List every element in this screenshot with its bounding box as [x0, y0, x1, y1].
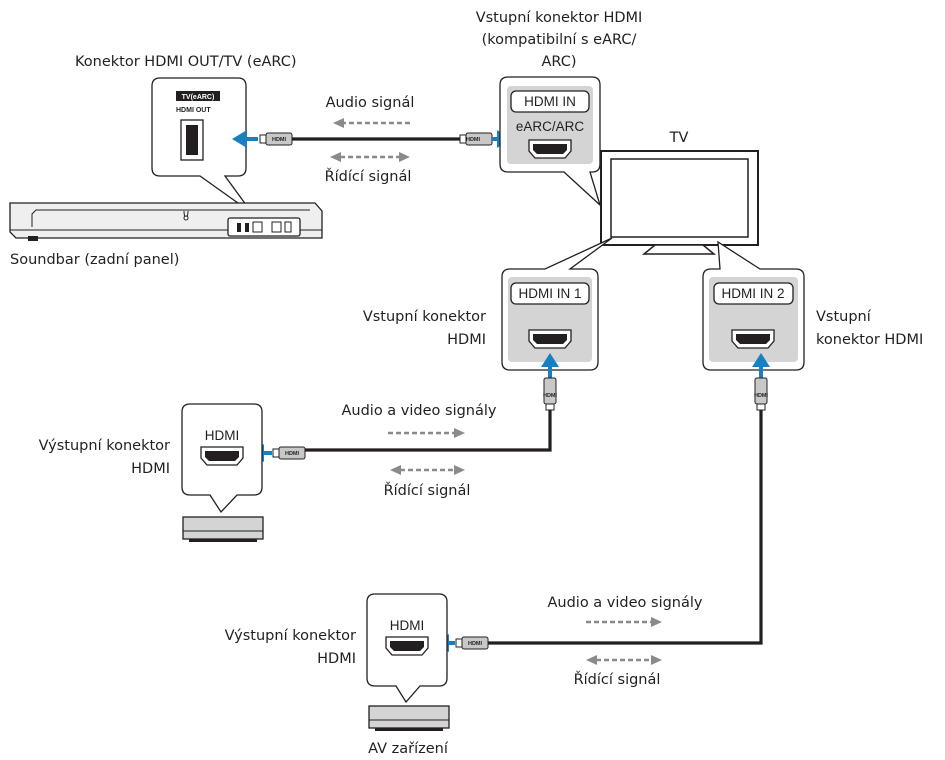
input1-label-2: HDMI: [447, 332, 486, 348]
soundbar-hdmi-out-port[interactable]: [180, 119, 204, 161]
playback-device-1: [182, 516, 264, 542]
output2-label-2: HDMI: [317, 651, 356, 667]
av-signal-arrow-2: [586, 617, 662, 627]
control-signal-label-3: Řídící signál: [574, 671, 661, 688]
output-1-hdmi-label: HDMI: [205, 428, 240, 443]
flow-arrow-to-soundbar: [232, 130, 258, 148]
plug-label: HDMI: [272, 137, 287, 143]
input2-label-2: konektor HDMI: [816, 332, 923, 348]
output-2-hdmi-port[interactable]: [385, 636, 429, 656]
audio-signal-label: Audio signál: [326, 95, 415, 111]
hdmi-out-label: HDMI OUT: [176, 107, 211, 114]
plug-label: HDMI: [285, 451, 300, 457]
output1-label: Výstupní konektor: [39, 438, 170, 454]
plug-label: HDMI: [754, 393, 769, 399]
soundbar-label: Soundbar (zadní panel): [10, 252, 179, 268]
av-signal-label-1: Audio a video signály: [341, 403, 496, 419]
tv-input-label: Vstupní konektor HDMI: [476, 10, 643, 26]
earc-arc-label: eARC/ARC: [516, 119, 585, 134]
av-device-label: AV zařízení: [368, 741, 449, 757]
av-signal-label-2: Audio a video signály: [547, 595, 702, 611]
tv-label: TV: [669, 130, 689, 146]
control-signal-label-2: Řídící signál: [384, 482, 471, 499]
hdmi-in-2-port[interactable]: [731, 329, 775, 349]
hdmi-in-2-label: HDMI IN 2: [721, 286, 784, 301]
audio-signal-arrow: [333, 118, 410, 128]
control-signal-label: Řídící signál: [325, 168, 412, 185]
input2-label: Vstupní: [816, 309, 872, 325]
plug-label: HDMI: [468, 641, 483, 647]
output1-label-2: HDMI: [131, 461, 170, 477]
av-device: [368, 705, 450, 731]
hdmi-in-badge: [510, 90, 590, 113]
tv: [600, 150, 759, 255]
soundbar: [9, 202, 323, 241]
output2-label: Výstupní konektor: [225, 628, 356, 644]
input1-label: Vstupní konektor: [363, 309, 486, 325]
output-2-hdmi-label: HDMI: [390, 618, 425, 633]
hdmi-in-1-label: HDMI IN 1: [518, 286, 581, 301]
tv-earc-badge: TV(eARC): [176, 91, 220, 101]
cable-soundbar-tv: [259, 132, 493, 146]
cable-device1-tv: [305, 410, 552, 452]
plug-label: HDMI: [543, 393, 558, 399]
svg-text:TV(eARC): TV(eARC): [182, 94, 215, 101]
control-signal-arrow-2: [390, 465, 465, 475]
tv-earc-hdmi-port[interactable]: [528, 139, 572, 159]
plug-label: HDMI: [466, 137, 481, 143]
control-signal-arrow: [330, 152, 410, 162]
control-signal-arrow-3: [586, 655, 662, 665]
flow-arrow-to-hdmi-in-2: [752, 353, 770, 378]
flow-arrow-to-hdmi-in-1: [541, 353, 559, 378]
hdmi-in-1-port[interactable]: [528, 329, 572, 349]
output-1-hdmi-port[interactable]: [200, 446, 244, 466]
cable-av-device-tv: [488, 410, 763, 645]
tv-input-label-3: ARC): [541, 54, 576, 70]
hdmi-in-label: HDMI IN: [524, 94, 576, 109]
soundbar-connector-label: Konektor HDMI OUT/TV (eARC): [75, 54, 297, 70]
tv-input-label-2: (kompatibilní s eARC/: [482, 32, 637, 48]
av-signal-arrow-1: [388, 428, 465, 438]
